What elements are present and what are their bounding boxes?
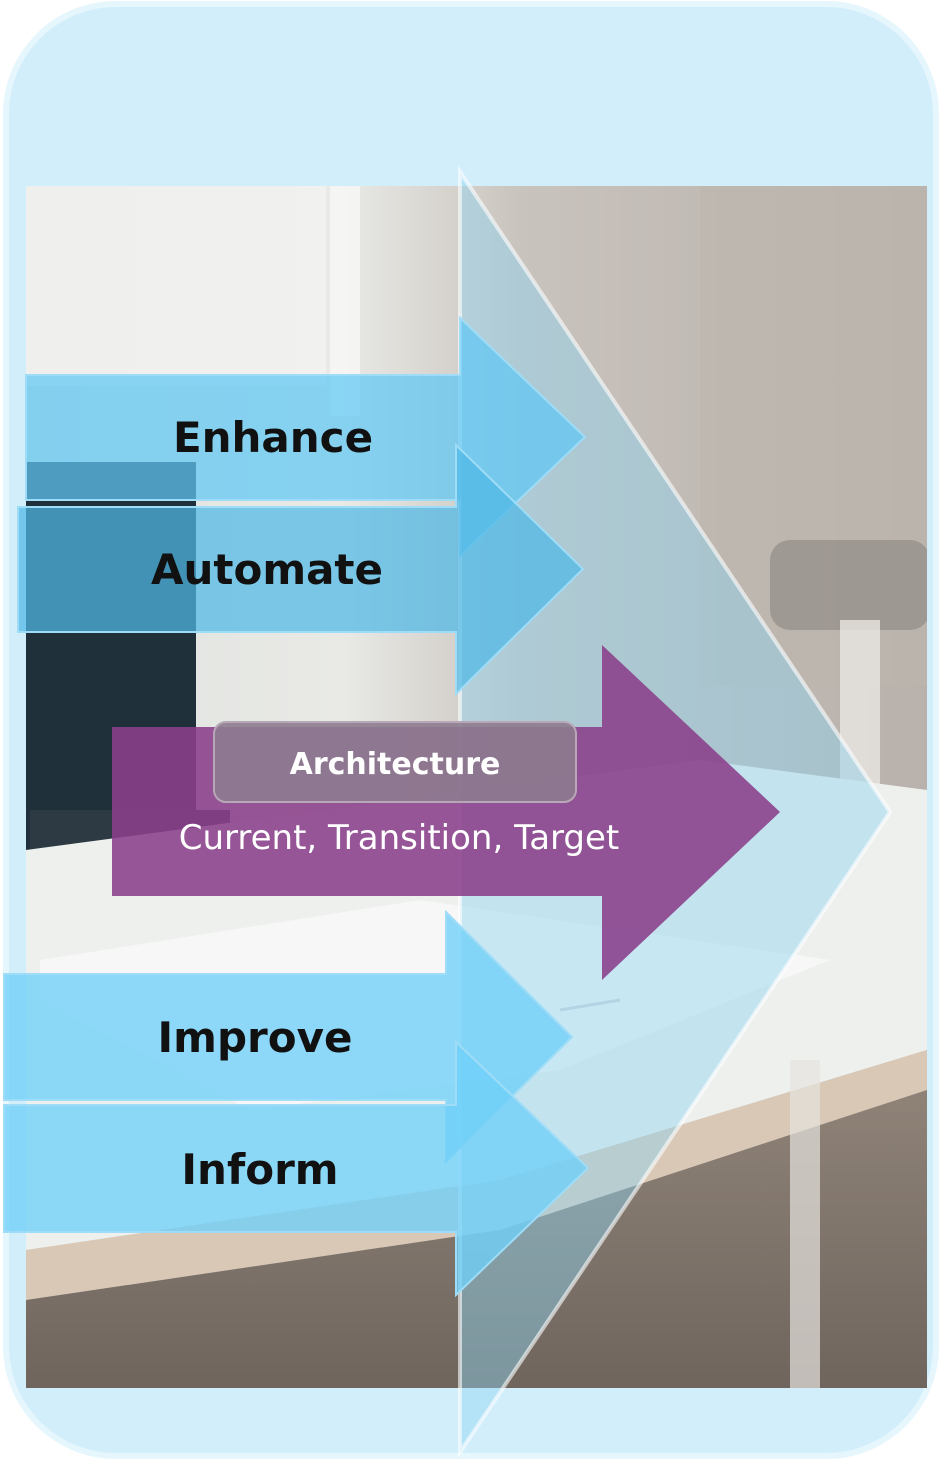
arrow-architecture: Architecture Current, Transition, Target <box>112 645 780 980</box>
arrow-label-inform: Inform <box>181 1145 338 1194</box>
arrow-improve: Improve <box>3 909 574 1165</box>
arrow-label-enhance: Enhance <box>173 413 373 462</box>
arrow-label-improve: Improve <box>158 1013 353 1062</box>
architecture-subtitle: Current, Transition, Target <box>179 818 620 858</box>
arrow-inform: Inform <box>3 1039 590 1298</box>
architecture-title-box <box>213 721 577 803</box>
arrow-label-automate: Automate <box>151 545 383 594</box>
arrow-automate: Automate <box>17 442 585 697</box>
architecture-title: Architecture <box>290 747 501 782</box>
arrow-enhance: Enhance <box>25 315 587 559</box>
